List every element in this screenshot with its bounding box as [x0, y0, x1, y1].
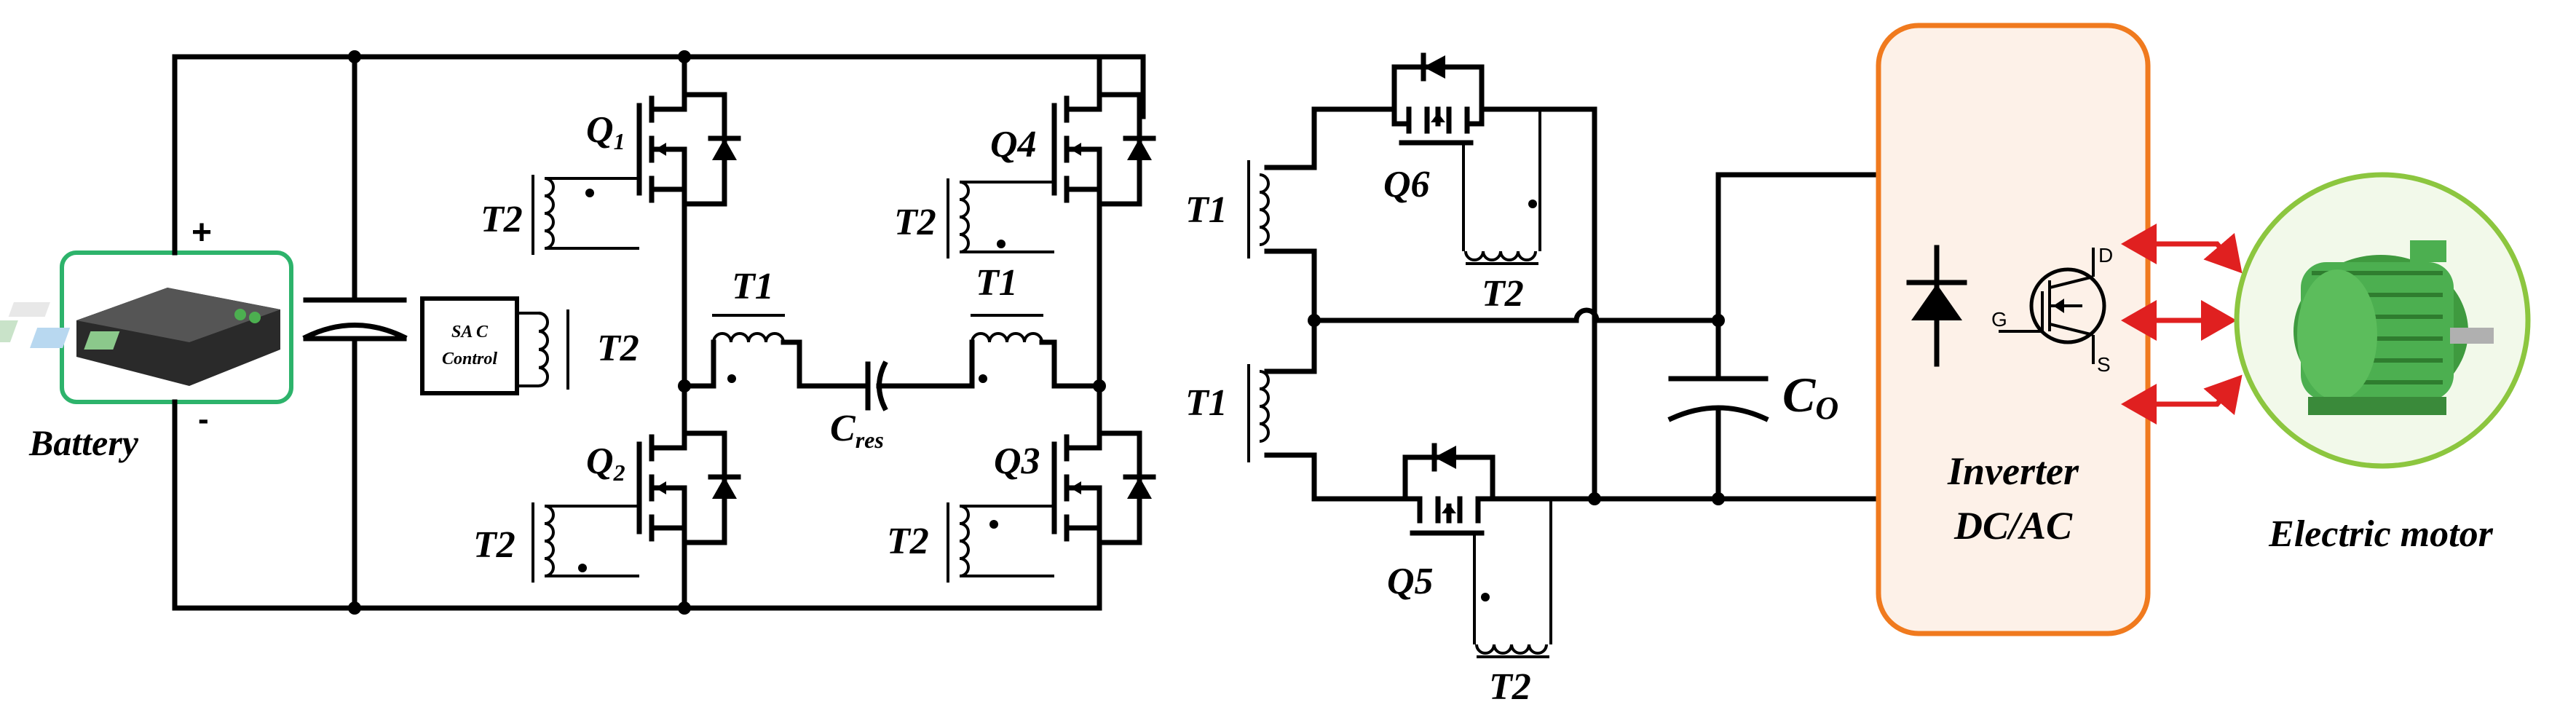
co-label: CO [1782, 367, 1838, 426]
gate-transformer-t2-q3 [947, 488, 1056, 583]
mosfet-q2 [639, 419, 738, 557]
drain-d-label: D [2098, 244, 2113, 267]
inverter-label-line2: DC/AC [1953, 504, 2073, 548]
t2-label-sac: T2 [597, 328, 639, 369]
battery [0, 250, 293, 404]
t2-label-q5: T2 [1489, 666, 1531, 708]
sac-control-label-line1: SA C [451, 323, 489, 342]
t2-label-q3: T2 [887, 521, 929, 562]
igbt-icon [1999, 248, 2106, 364]
t1-label-secondary-lower: T1 [1185, 382, 1228, 424]
mosfet-q3 [1054, 419, 1153, 557]
input-capacitor [302, 323, 408, 341]
battery-minus-sign: - [198, 401, 209, 437]
inverter-label-line1: Inverter [1947, 449, 2079, 493]
motor-label: Electric motor [2268, 513, 2493, 555]
t2-label-q4: T2 [894, 202, 936, 243]
q4-label: Q4 [990, 124, 1037, 165]
gate-transformer-t2-q6 [1462, 109, 1541, 265]
t2-label-q1: T2 [481, 199, 523, 240]
q3-label: Q3 [994, 441, 1040, 482]
q1-label: Q1 [586, 109, 625, 154]
sac-control-block: SA C Control [420, 296, 569, 395]
q6-label: Q6 [1383, 164, 1430, 205]
q5-label: Q5 [1387, 561, 1434, 602]
gate-transformer-t2-q5 [1473, 499, 1552, 658]
q2-label: Q2 [586, 441, 625, 486]
secondary-winding-lower [1247, 314, 1408, 502]
gate-transformer-t2-q1 [532, 149, 641, 255]
t2-label-q6: T2 [1482, 273, 1524, 315]
secondary-winding-upper [1247, 106, 1397, 323]
mosfet-q4 [1054, 80, 1153, 218]
source-s-label: S [2097, 353, 2111, 376]
battery-plus-sign: + [191, 213, 212, 252]
gate-transformer-t2-q4 [947, 149, 1056, 259]
gate-transformer-t2-q2 [532, 488, 641, 583]
inverter-block: G D S Inverter DC/AC [1876, 23, 2151, 636]
resonant-tank [681, 314, 1102, 411]
battery-pack-icon [0, 288, 280, 386]
gate-g-label: G [1991, 308, 2007, 331]
battery-label: Battery [28, 422, 139, 463]
t1-label-secondary-upper: T1 [1185, 189, 1228, 231]
t1-label-left-tank: T1 [732, 266, 774, 307]
power-flow-arrows [2121, 224, 2243, 425]
motor-icon [2293, 240, 2494, 415]
dc-bus-wiring [172, 50, 1146, 615]
mosfet-q6 [1391, 52, 1597, 146]
output-bus [1311, 106, 1881, 505]
sac-control-label-line2: Control [442, 350, 497, 368]
diode-icon [1906, 245, 1967, 367]
electric-motor [2234, 172, 2531, 469]
t2-label-q2: T2 [473, 524, 515, 566]
mosfet-q1 [639, 80, 738, 218]
output-capacitor-co [1667, 376, 1769, 422]
mosfet-q5 [1402, 443, 1597, 536]
cres-label: Cres [830, 408, 884, 453]
t1-label-right-tank: T1 [976, 262, 1018, 304]
